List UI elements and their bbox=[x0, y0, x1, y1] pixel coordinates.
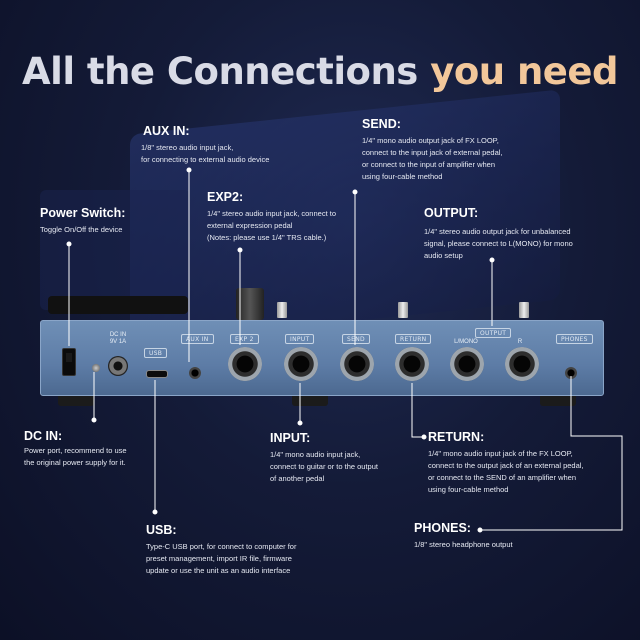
leader-dot bbox=[91, 417, 97, 423]
input-label: INPUT bbox=[285, 334, 315, 344]
expression-knob bbox=[236, 288, 264, 320]
leader-dot bbox=[477, 527, 483, 533]
send-label: SEND bbox=[342, 334, 370, 344]
send-title: SEND: bbox=[362, 117, 401, 131]
exp2-desc-line: external expression pedal bbox=[207, 221, 293, 230]
phones-description: 1/8" stereo headphone output bbox=[414, 539, 513, 551]
usb-desc-line: update or use the unit as an audio inter… bbox=[146, 566, 291, 575]
exp2-description: 1/4" stereo audio input jack, connect to… bbox=[207, 208, 336, 244]
post-icon bbox=[398, 302, 408, 318]
leader-phones bbox=[480, 376, 623, 531]
usb-desc-line: preset management, import IR file, firmw… bbox=[146, 554, 292, 563]
exp2-desc-line: 1/4" stereo audio input jack, connect to bbox=[207, 209, 336, 218]
aux-in-title: AUX IN: bbox=[143, 124, 190, 138]
input-description: 1/4" mono audio input jack, connect to g… bbox=[270, 449, 378, 485]
screw-icon bbox=[92, 364, 100, 372]
post-icon bbox=[277, 302, 287, 318]
usb-description: Type-C USB port, for connect to computer… bbox=[146, 541, 296, 577]
output-l-mono-jack[interactable] bbox=[450, 347, 484, 381]
headline-white: All the Connections bbox=[22, 50, 431, 93]
aux-in-jack[interactable] bbox=[189, 367, 201, 379]
leader-dot bbox=[297, 420, 303, 426]
send-desc-line: 1/4" mono audio output jack of FX LOOP, bbox=[362, 136, 499, 145]
return-desc-line: or connect to the SEND of an amplifier w… bbox=[428, 473, 576, 482]
output-title: OUTPUT: bbox=[424, 206, 479, 220]
return-description: 1/4" mono audio input jack of the FX LOO… bbox=[428, 448, 584, 496]
power-switch[interactable] bbox=[62, 348, 76, 376]
send-desc-line: using four-cable method bbox=[362, 172, 443, 181]
post-icon bbox=[519, 302, 529, 318]
return-jack[interactable] bbox=[395, 347, 429, 381]
r-label: R bbox=[517, 339, 523, 345]
usb-label: USB bbox=[144, 348, 168, 358]
dc-in-desc-line: the original power supply for it. bbox=[24, 458, 126, 467]
power-switch-title: Power Switch: bbox=[40, 206, 126, 220]
background-pedal-shadow bbox=[40, 190, 190, 310]
dc-in-title: DC IN: bbox=[24, 429, 63, 443]
return-title: RETURN: bbox=[428, 430, 485, 444]
leader-dot bbox=[66, 241, 72, 247]
power-switch-desc-line: Toggle On/Off the device bbox=[40, 225, 123, 234]
leader-dot bbox=[186, 167, 192, 173]
leader-dot bbox=[421, 434, 427, 440]
leader-dot bbox=[152, 509, 158, 515]
aux-in-desc-line: 1/8" stereo audio input jack, bbox=[141, 143, 234, 152]
dc-in-description: Power port, recommend to use the origina… bbox=[24, 445, 127, 469]
device-top-edge bbox=[48, 296, 188, 314]
headline: All the Connections you need bbox=[0, 50, 640, 93]
output-desc-line: 1/4" stereo audio output jack for unbala… bbox=[424, 227, 571, 236]
input-desc-line: of another pedal bbox=[270, 474, 325, 483]
leader-dot bbox=[489, 257, 495, 263]
aux-in-desc-line: for connecting to external audio device bbox=[141, 155, 270, 164]
phones-desc-line: 1/8" stereo headphone output bbox=[414, 540, 513, 549]
send-jack[interactable] bbox=[340, 347, 374, 381]
output-description: 1/4" stereo audio output jack for unbala… bbox=[424, 226, 573, 262]
power-switch-description: Toggle On/Off the device bbox=[40, 224, 122, 236]
dc-label-line1: DC IN bbox=[109, 332, 127, 338]
usb-desc-line: Type-C USB port, for connect to computer… bbox=[146, 542, 297, 551]
aux-in-description: 1/8" stereo audio input jack, for connec… bbox=[141, 142, 269, 166]
return-label: RETURN bbox=[395, 334, 432, 344]
headline-orange: you need bbox=[430, 50, 618, 93]
exp2-label: EXP 2 bbox=[230, 334, 259, 344]
exp2-desc-line: (Notes: please use 1/4" TRS cable.) bbox=[207, 233, 327, 242]
leader-dot bbox=[352, 189, 358, 195]
output-label: OUTPUT bbox=[475, 328, 512, 338]
device-foot bbox=[58, 396, 94, 406]
return-desc-line: 1/4" mono audio input jack of the FX LOO… bbox=[428, 449, 573, 458]
lmono-label: L/MONO bbox=[454, 339, 478, 345]
dc-in-port[interactable] bbox=[108, 356, 128, 376]
input-desc-line: connect to guitar or to the output bbox=[270, 462, 378, 471]
output-desc-line: signal, please connect to L(MONO) for mo… bbox=[424, 239, 573, 248]
send-description: 1/4" mono audio output jack of FX LOOP, … bbox=[362, 135, 503, 183]
leader-return bbox=[411, 383, 424, 438]
exp2-title: EXP2: bbox=[207, 190, 244, 204]
phones-jack[interactable] bbox=[565, 367, 577, 379]
output-desc-line: audio setup bbox=[424, 251, 463, 260]
input-title: INPUT: bbox=[270, 431, 311, 445]
usb-port[interactable] bbox=[146, 370, 168, 378]
device-foot bbox=[292, 396, 328, 406]
dc-in-desc-line: Power port, recommend to use bbox=[24, 446, 127, 455]
aux-in-label: AUX IN bbox=[181, 334, 214, 344]
input-jack[interactable] bbox=[284, 347, 318, 381]
phones-title: PHONES: bbox=[414, 521, 471, 535]
usb-title: USB: bbox=[146, 523, 177, 537]
device-foot bbox=[540, 396, 576, 406]
exp2-jack[interactable] bbox=[228, 347, 262, 381]
input-desc-line: 1/4" mono audio input jack, bbox=[270, 450, 361, 459]
output-r-jack[interactable] bbox=[505, 347, 539, 381]
send-desc-line: or connect to the input of amplifier whe… bbox=[362, 160, 495, 169]
return-desc-line: using four-cable method bbox=[428, 485, 509, 494]
send-desc-line: connect to the input jack of external pe… bbox=[362, 148, 503, 157]
phones-label: PHONES bbox=[556, 334, 593, 344]
dc-label-line2: 9V 1A bbox=[109, 339, 127, 345]
return-desc-line: connect to the output jack of an externa… bbox=[428, 461, 584, 470]
dc-in-label: DC IN 9V 1A bbox=[104, 332, 132, 346]
leader-dot bbox=[237, 247, 243, 253]
